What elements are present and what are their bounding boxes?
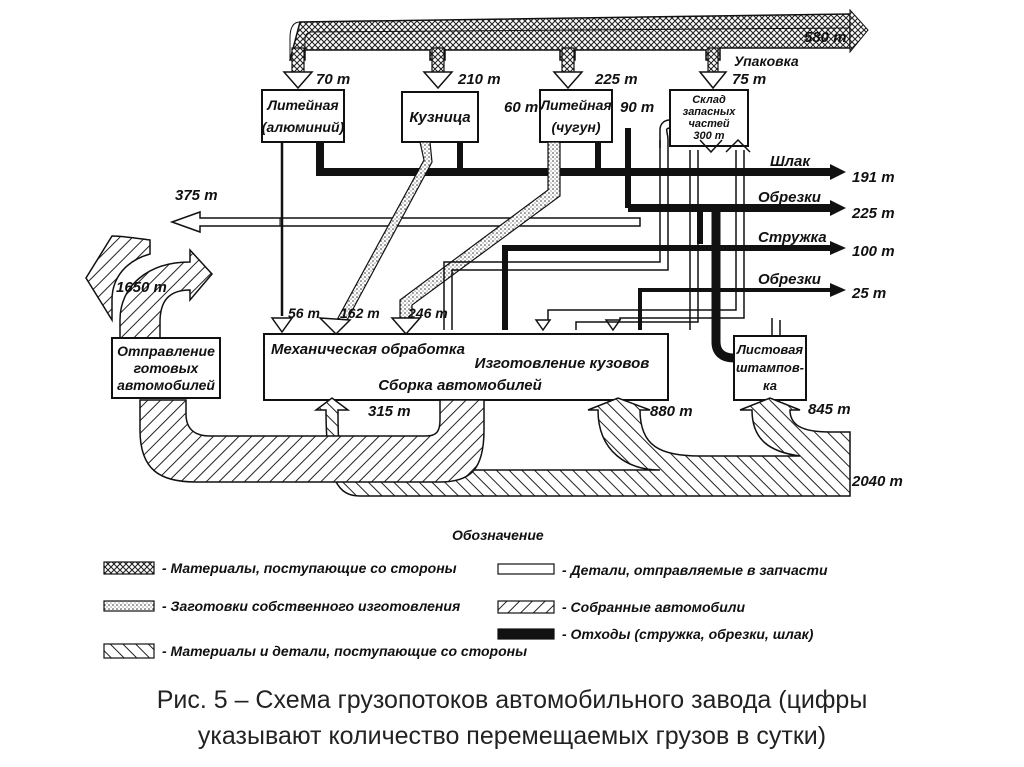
- legend-item-spare-parts: - Детали, отправляемые в запчасти: [562, 562, 828, 578]
- spare-parts-flows: [443, 119, 781, 336]
- svg-text:запасных: запасных: [683, 106, 737, 118]
- box-shipping-finished-cars: Отправление готовых автомобилей: [111, 337, 221, 399]
- svg-text:Шлак: Шлак: [770, 153, 811, 170]
- svg-text:Обрезки: Обрезки: [758, 189, 821, 206]
- svg-text:Кузница: Кузница: [409, 109, 470, 126]
- legend-item-waste: - Отходы (стружка, обрезки, шлак): [562, 626, 814, 642]
- svg-text:225 т: 225 т: [851, 205, 895, 222]
- svg-text:Стружка: Стружка: [758, 229, 827, 246]
- svg-text:Рис. 5 – Схема грузопотоков ав: Рис. 5 – Схема грузопотоков автомобильно…: [157, 686, 868, 714]
- svg-text:100 т: 100 т: [852, 243, 895, 260]
- assembled-cars-flow: [85, 235, 485, 483]
- svg-text:90 т: 90 т: [620, 99, 654, 116]
- svg-text:штампов-: штампов-: [736, 360, 804, 375]
- svg-text:162 т: 162 т: [340, 305, 380, 321]
- svg-text:60 т: 60 т: [504, 99, 538, 116]
- legend: Обозначение - Материалы, поступающие со …: [103, 527, 828, 659]
- legend-item-external-materials: - Материалы, поступающие со стороны: [162, 560, 457, 576]
- svg-text:845 т: 845 т: [808, 401, 851, 418]
- svg-text:готовых: готовых: [134, 360, 200, 376]
- svg-text:Механическая обработка: Механическая обработка: [271, 341, 465, 358]
- box-sheet-stamping: Листовая штампов- ка: [733, 335, 807, 401]
- box-main-production: Механическая обработка Изготовление кузо…: [263, 333, 669, 401]
- svg-text:(чугун): (чугун): [552, 119, 601, 135]
- svg-text:указывают количество перемещае: указывают количество перемещаемых грузов…: [198, 722, 826, 750]
- box-forge: Кузница: [401, 91, 479, 143]
- legend-title: Обозначение: [452, 527, 544, 543]
- svg-text:Обрезки: Обрезки: [758, 271, 821, 288]
- svg-text:(алюминий): (алюминий): [262, 119, 345, 135]
- svg-text:Листовая: Листовая: [736, 342, 803, 357]
- svg-text:Отправление: Отправление: [117, 343, 215, 359]
- legend-item-own-workpieces: - Заготовки собственного изготовления: [162, 598, 460, 614]
- svg-text:210 т: 210 т: [457, 71, 501, 88]
- box-foundry-aluminium: Литейная (алюминий): [261, 89, 345, 143]
- svg-text:191 т: 191 т: [852, 169, 895, 186]
- svg-text:300 т: 300 т: [693, 130, 724, 142]
- svg-text:375 т: 375 т: [175, 187, 218, 204]
- svg-text:Упаковка: Упаковка: [734, 53, 799, 69]
- legend-item-external-parts: - Материалы и детали, поступающие со сто…: [162, 643, 527, 659]
- svg-text:56 т: 56 т: [288, 305, 320, 321]
- own-workpieces-flows: [318, 141, 561, 336]
- box-foundry-iron: Литейная (чугун): [539, 89, 613, 143]
- legend-swatch-hatch-cars: [497, 600, 555, 614]
- legend-swatch-crosshatch: [103, 561, 155, 575]
- svg-text:Изготовление кузовов: Изготовление кузовов: [475, 355, 650, 372]
- outgoing-375-arrow: [169, 210, 641, 234]
- box-spare-parts-warehouse: Склад запасных частей 300 т: [669, 89, 749, 147]
- flow-labels: 580 т Упаковка 70 т 210 т 225 т 75 т 60 …: [116, 29, 903, 490]
- svg-text:25 т: 25 т: [851, 285, 886, 302]
- svg-text:автомобилей: автомобилей: [117, 377, 215, 393]
- svg-text:частей: частей: [688, 118, 729, 130]
- svg-text:75 т: 75 т: [732, 71, 766, 88]
- svg-text:Сборка автомобилей: Сборка автомобилей: [378, 377, 542, 394]
- flow-56: [270, 142, 294, 334]
- svg-text:225 т: 225 т: [594, 71, 638, 88]
- svg-text:Литейная: Литейная: [266, 97, 338, 113]
- legend-swatch-dotted: [103, 600, 155, 612]
- figure-caption: Рис. 5 – Схема грузопотоков автомобильно…: [157, 686, 868, 750]
- external-materials-flow: [282, 8, 869, 90]
- legend-item-assembled-cars: - Собранные автомобили: [562, 599, 745, 615]
- legend-swatch-black: [497, 628, 555, 640]
- svg-text:ка: ка: [763, 378, 777, 393]
- legend-swatch-hatch-incoming: [103, 643, 155, 659]
- svg-text:2040 т: 2040 т: [851, 473, 903, 490]
- svg-text:70 т: 70 т: [316, 71, 350, 88]
- svg-text:315 т: 315 т: [368, 403, 411, 420]
- svg-text:580 т: 580 т: [804, 29, 847, 46]
- legend-swatch-white: [497, 563, 555, 575]
- svg-text:Литейная: Литейная: [539, 97, 611, 113]
- svg-text:1650 т: 1650 т: [116, 279, 167, 296]
- svg-text:880 т: 880 т: [650, 403, 693, 420]
- svg-text:Склад: Склад: [692, 94, 726, 106]
- svg-text:246 т: 246 т: [407, 305, 448, 321]
